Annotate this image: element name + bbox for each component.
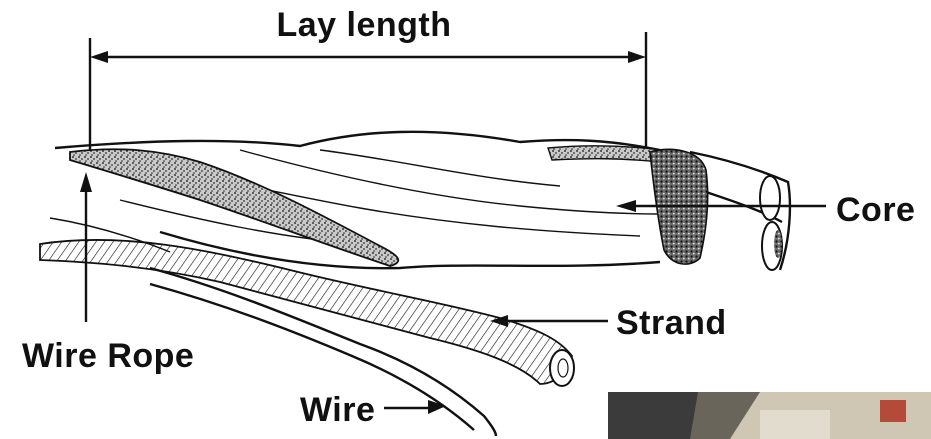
rope-end-section xyxy=(650,149,790,270)
lay-length-right-arrowhead xyxy=(628,51,646,63)
core-arrowhead xyxy=(616,200,636,212)
strand-end-cap xyxy=(550,350,574,386)
wire-pointer: Wire xyxy=(300,391,446,429)
rope-helix-line-4 xyxy=(320,150,560,186)
rope-helix-line-3 xyxy=(240,150,660,214)
lay-length-dimension: Lay length xyxy=(90,6,646,160)
outer-strand-end-1 xyxy=(760,176,780,220)
wire-label: Wire xyxy=(300,391,375,429)
core-label: Core xyxy=(836,191,915,229)
photo-dark-region xyxy=(608,392,698,439)
strand-label: Strand xyxy=(616,304,727,342)
wire-rope-label: Wire Rope xyxy=(22,337,194,375)
lay-length-label: Lay length xyxy=(276,6,451,44)
photo-red-mark xyxy=(880,400,906,422)
photo-thumbnail xyxy=(608,392,931,439)
outer-strand-end-2-fill xyxy=(774,230,782,258)
lay-length-left-arrowhead xyxy=(90,51,108,63)
photo-highlight xyxy=(760,410,830,439)
stippled-top-band xyxy=(548,146,662,162)
wire-rope-arrowhead xyxy=(80,172,92,192)
